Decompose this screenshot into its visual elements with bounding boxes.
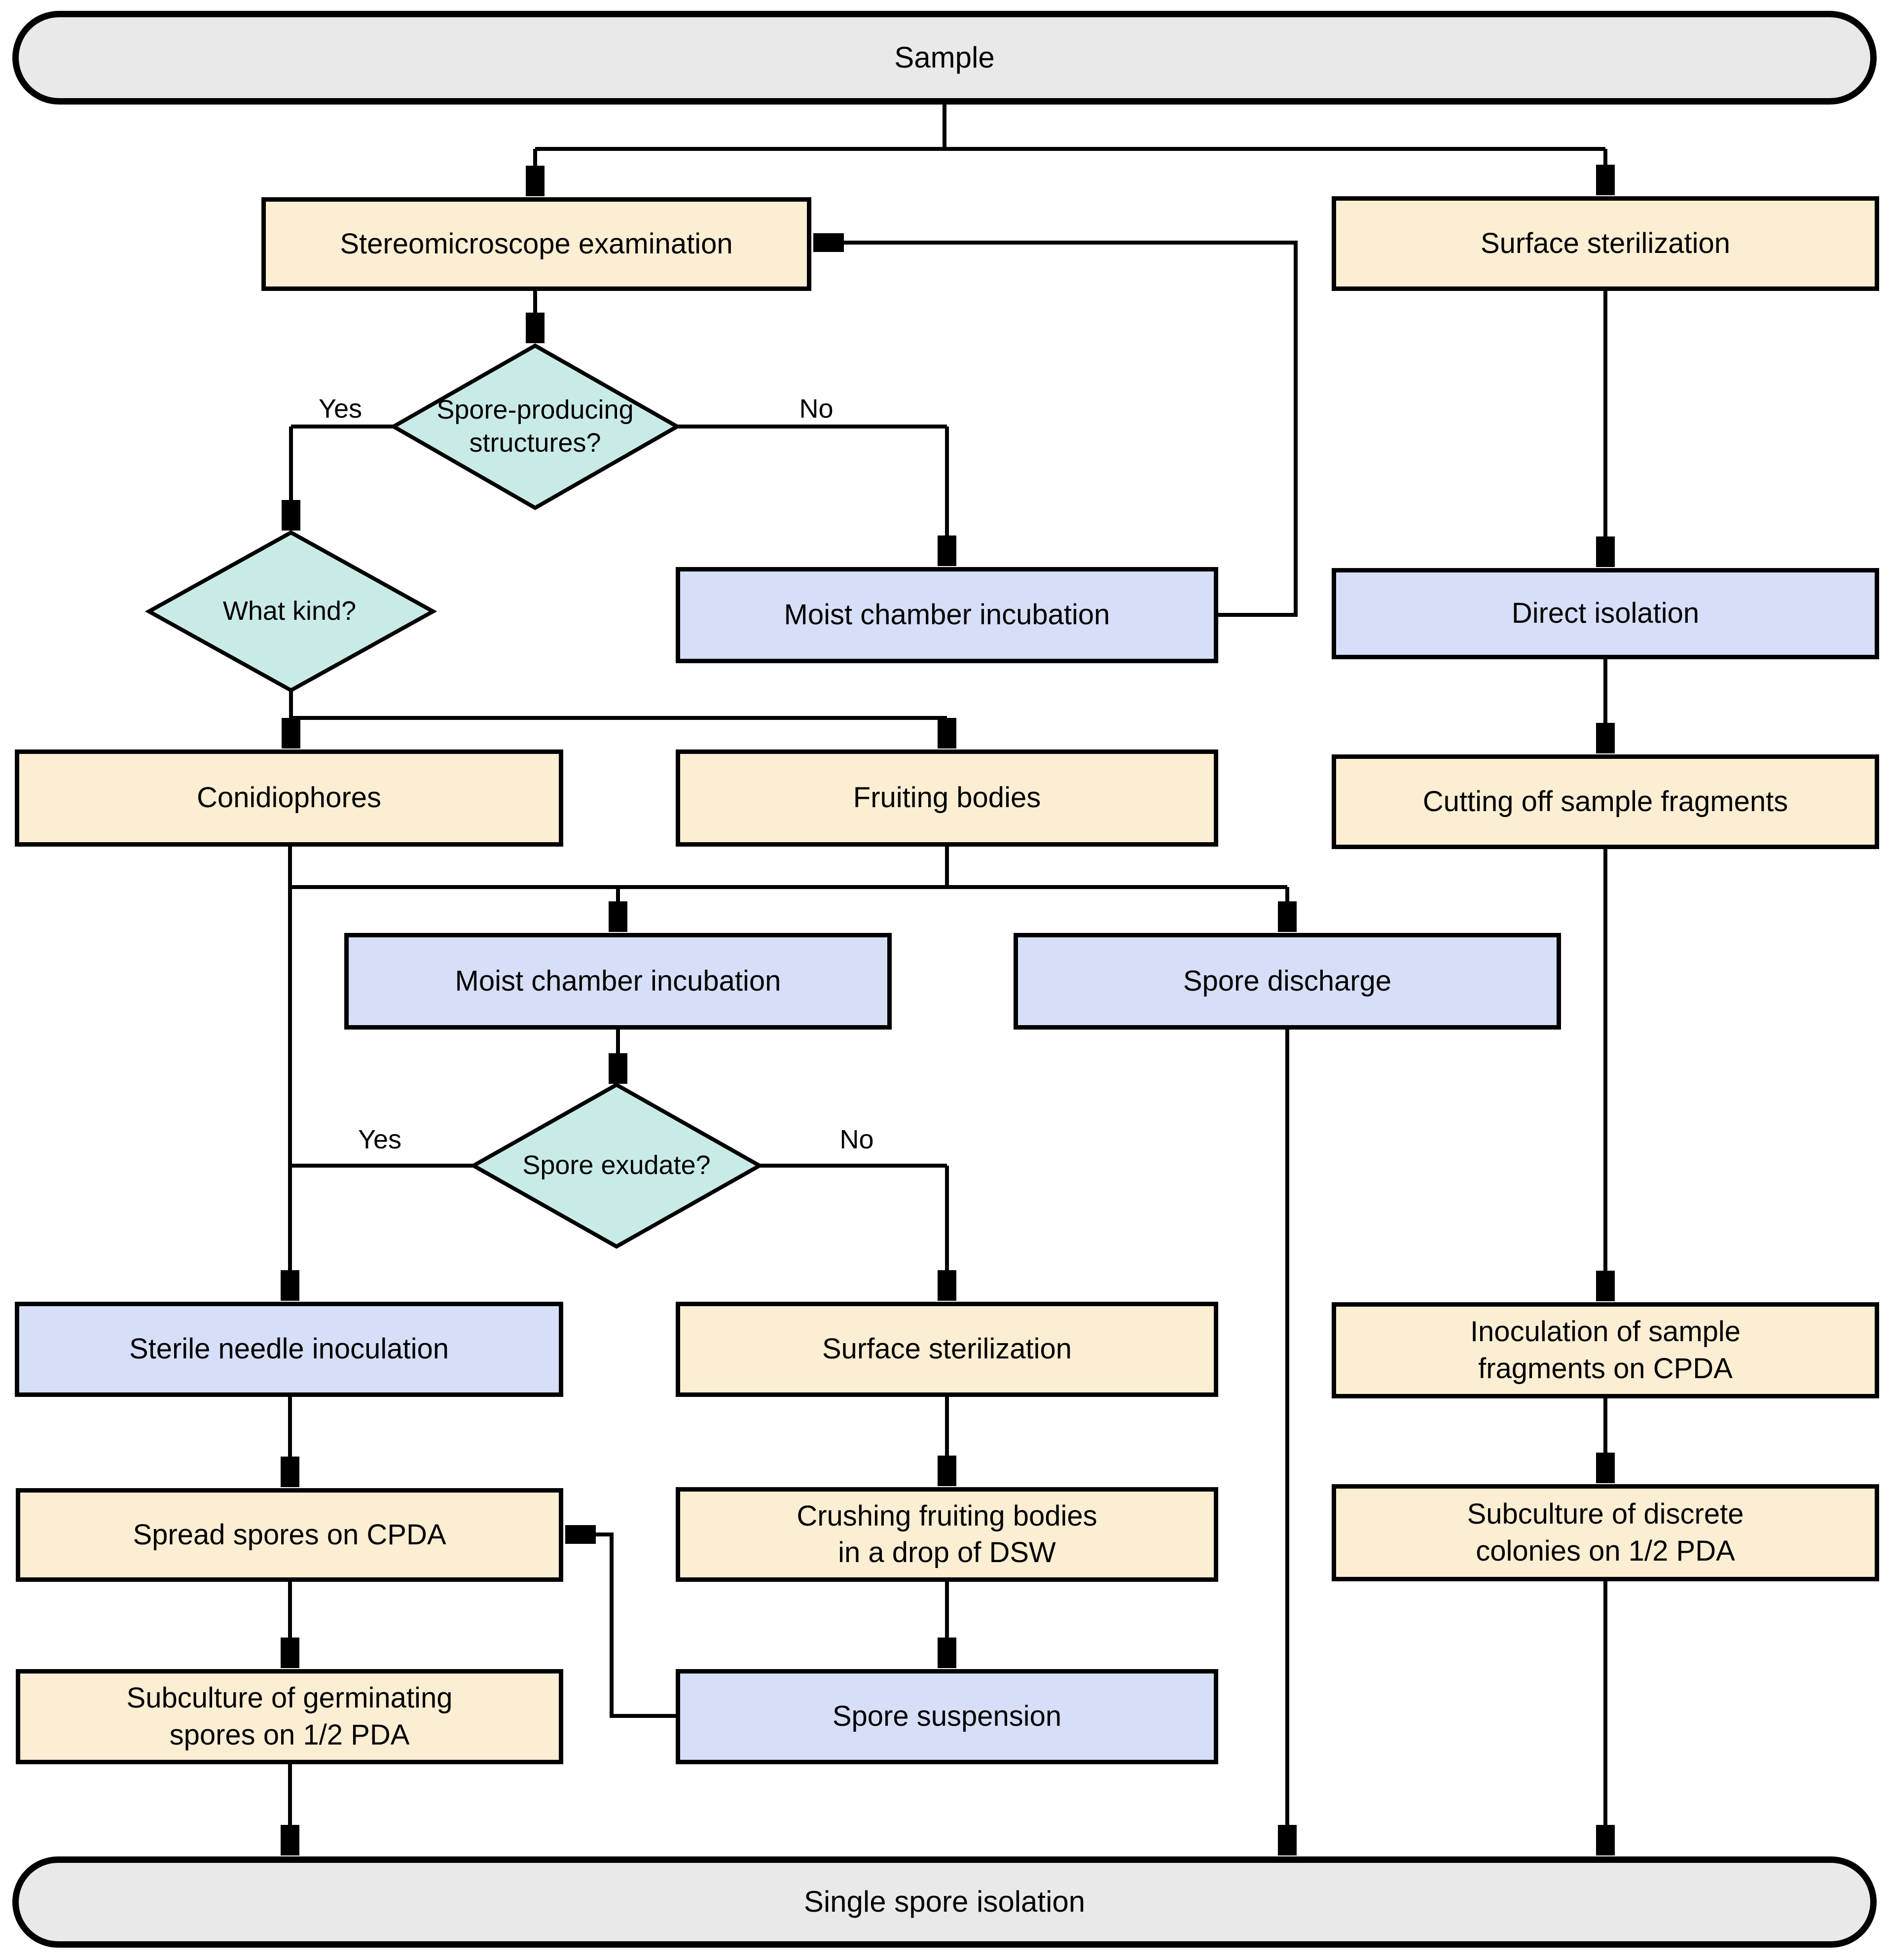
node-moist-chamber-incubation-1-label: Moist chamber incubation — [784, 599, 1110, 631]
node-fruiting-bodies-label: Fruiting bodies — [853, 782, 1041, 814]
node-single-spore-isolation: Single spore isolation — [12, 1856, 1877, 1948]
node-spore-discharge: Spore discharge — [1014, 933, 1561, 1030]
node-stereomicroscope-examination: Stereomicroscope examination — [261, 197, 811, 291]
edge-label-yes-2: Yes — [358, 1125, 402, 1154]
node-surface-sterilization-2-label: Surface sterilization — [822, 1333, 1072, 1365]
edge-label-no-1: No — [799, 394, 834, 424]
node-spore-suspension: Spore suspension — [676, 1669, 1218, 1764]
node-surface-sterilization-1: Surface sterilization — [1332, 196, 1879, 291]
edge-label-yes-1: Yes — [318, 394, 363, 424]
node-conidiophores-label: Conidiophores — [196, 782, 382, 814]
edge-fruiting-to-bus — [290, 847, 1287, 889]
node-spread-spores-on-cpda-label: Spread spores on CPDA — [133, 1518, 446, 1551]
node-subculture-discrete-colonies-label: Subculture of discrete colonies on 1/2 P… — [1467, 1498, 1744, 1567]
node-surface-sterilization-1-label: Surface sterilization — [1480, 227, 1731, 259]
edge-sample-split — [535, 105, 1605, 151]
edge-label-no-2: No — [839, 1125, 874, 1154]
node-subculture-germinating-spores-label: Subculture of germinating spores on 1/2 … — [126, 1682, 453, 1751]
node-sample-label: Sample — [894, 40, 995, 74]
node-subculture-germinating-spores: Subculture of germinating spores on 1/2 … — [16, 1669, 563, 1764]
decision-spore-exudate — [469, 1082, 764, 1249]
node-surface-sterilization-2: Surface sterilization — [676, 1302, 1218, 1397]
node-sterile-needle-inoculation-label: Sterile needle inoculation — [129, 1333, 449, 1365]
node-direct-isolation: Direct isolation — [1332, 568, 1879, 659]
decision-spore-producing — [389, 343, 682, 510]
edge-moist1-feedback — [816, 243, 1298, 617]
decision-what-kind — [145, 530, 437, 693]
node-spore-suspension-label: Spore suspension — [832, 1700, 1062, 1733]
node-sample: Sample — [12, 11, 1877, 105]
node-subculture-discrete-colonies: Subculture of discrete colonies on 1/2 P… — [1332, 1484, 1879, 1581]
node-moist-chamber-incubation-2-label: Moist chamber incubation — [455, 964, 781, 997]
node-crushing-fruiting-bodies-label: Crushing fruiting bodies in a drop of DS… — [797, 1499, 1097, 1568]
node-fruiting-bodies: Fruiting bodies — [676, 749, 1218, 847]
node-spore-discharge-label: Spore discharge — [1183, 964, 1392, 997]
edge-whatkind-split — [289, 690, 947, 720]
node-cutting-off-sample-fragments: Cutting off sample fragments — [1332, 754, 1879, 849]
node-stereomicroscope-examination-label: Stereomicroscope examination — [340, 227, 733, 260]
node-moist-chamber-incubation-2: Moist chamber incubation — [344, 933, 892, 1030]
node-crushing-fruiting-bodies: Crushing fruiting bodies in a drop of DS… — [676, 1487, 1218, 1582]
node-inoculation-of-sample-fragments-label: Inoculation of sample fragments on CPDA — [1470, 1316, 1741, 1385]
node-spread-spores-on-cpda: Spread spores on CPDA — [16, 1488, 563, 1582]
decision-spore-producing-label: Spore-producing structures? — [436, 394, 634, 458]
node-direct-isolation-label: Direct isolation — [1511, 597, 1700, 630]
decision-spore-exudate-label: Spore exudate? — [522, 1150, 711, 1180]
edge-suspension-feedback — [568, 1534, 676, 1718]
node-sterile-needle-inoculation: Sterile needle inoculation — [15, 1302, 563, 1397]
node-cutting-off-sample-fragments-label: Cutting off sample fragments — [1422, 785, 1788, 818]
node-single-spore-isolation-label: Single spore isolation — [803, 1885, 1086, 1919]
node-inoculation-of-sample-fragments: Inoculation of sample fragments on CPDA — [1332, 1302, 1879, 1398]
node-moist-chamber-incubation-1: Moist chamber incubation — [676, 567, 1218, 663]
node-conidiophores: Conidiophores — [15, 749, 563, 847]
decision-what-kind-label: What kind? — [222, 596, 357, 626]
